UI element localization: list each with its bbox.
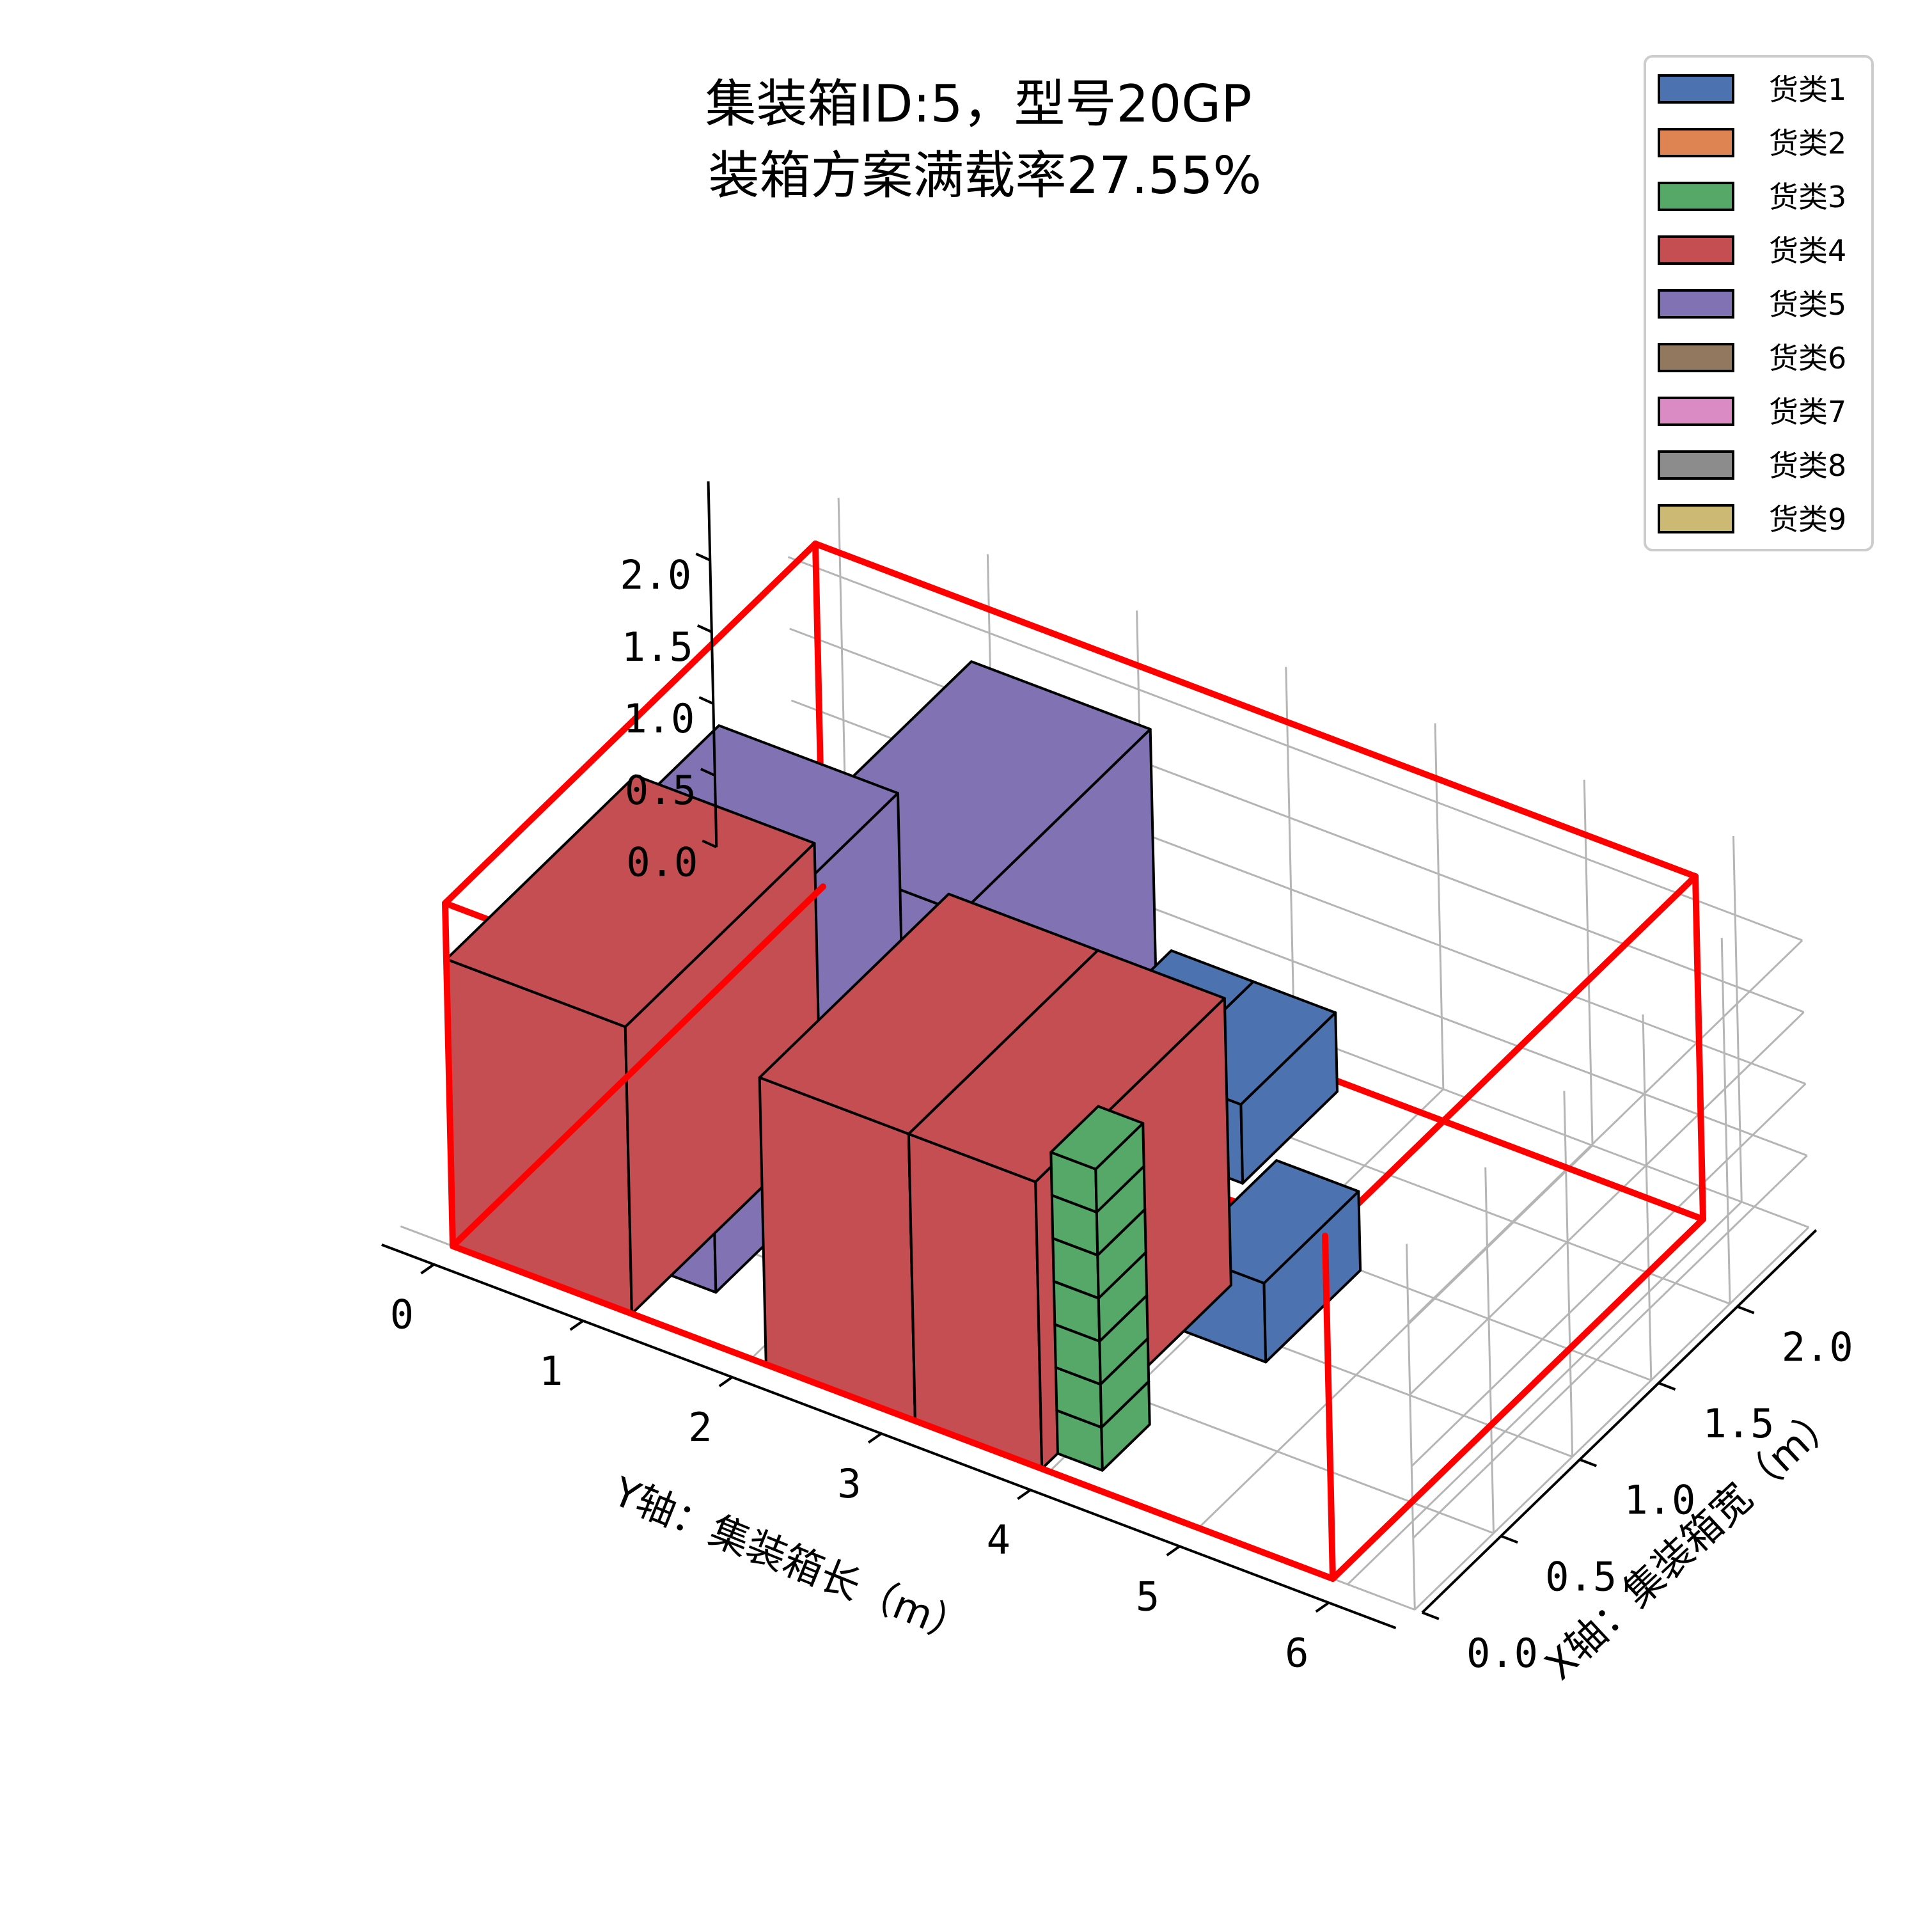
y-tick-label: 3 [837,1460,861,1507]
z-tick-label: 1.0 [623,695,695,742]
side-grid-line [1414,1226,1810,1611]
y-tick-mark [420,1263,435,1275]
x-tick-mark [1422,1611,1440,1620]
container-edge [442,541,819,906]
z-tick-mark [696,624,712,633]
legend-label: 货类8 [1769,448,1846,483]
legend-swatch [1658,74,1734,104]
chart-title-line-1: 集装箱ID:5，型号20GP [705,74,1252,134]
container-edge [1692,873,1706,1222]
z-tick-mark [698,696,714,705]
y-tick-mark [1017,1489,1032,1500]
back-grid-line [1285,667,1296,1033]
legend-label: 货类4 [1769,233,1846,268]
z-tick-mark [700,768,716,777]
legend-label: 货类5 [1769,287,1846,322]
y-tick-label: 1 [539,1348,563,1394]
y-tick-label: 6 [1285,1630,1308,1677]
side-grid-line [1408,939,1803,1324]
legend-label: 货类7 [1769,395,1846,429]
y-tick-mark [718,1376,734,1387]
cargo-box-class-4 [445,774,822,1315]
x-tick-label: 1.5 [1703,1400,1775,1447]
container-edge [1322,1233,1336,1582]
side-grid-line [1405,1244,1416,1610]
back-grid-line [1732,836,1743,1202]
y-tick-mark [569,1320,584,1331]
container-edge [450,1243,1336,1582]
container-edge [1322,873,1699,1239]
legend-swatch [1658,235,1734,265]
legend-label: 货类9 [1769,502,1846,537]
x-axis-label: X轴：集装箱宽（m） [1535,1393,1848,1689]
container-edge [1330,1216,1706,1582]
legend: 货类1 货类2 货类3 货类4 货类5 货类6 货类7 货类8 货类9 [1644,55,1874,551]
x-tick-mark [1579,1458,1598,1467]
floor-grid-line [1198,1144,1594,1529]
x-tick-label: 0.0 [1466,1630,1538,1677]
legend-swatch [1658,504,1734,533]
legend-swatch [1658,128,1734,157]
z-tick-label: 0.0 [626,839,698,885]
back-grid-line [1583,779,1594,1146]
x-tick-mark [1736,1305,1755,1315]
legend-swatch [1658,343,1734,372]
z-tick-label: 0.5 [625,767,696,814]
box-face-top [907,949,1226,1183]
side-grid-line [1409,1011,1805,1396]
container-edge [450,883,826,1249]
legend-swatch [1658,450,1734,480]
x-axis-line [1421,1229,1818,1614]
container-edge [812,541,1699,880]
y-tick-label: 0 [390,1291,414,1338]
x-tick-label: 0.5 [1545,1553,1617,1600]
legend-swatch [1658,397,1734,426]
y-tick-label: 5 [1136,1573,1159,1620]
box-face-top [445,774,816,1029]
y-tick-mark [867,1432,883,1444]
z-tick-mark [702,839,718,849]
box-face-front [907,1132,1044,1471]
z-tick-mark [695,552,711,562]
side-grid-line [1563,1091,1574,1457]
chart-title-line-2: 装箱方案满载率27.55% [708,146,1261,205]
legend-label: 货类3 [1769,180,1846,214]
side-grid-line [1720,938,1731,1304]
x-tick-mark [1500,1535,1518,1544]
cargo-box-class-3 [1049,1105,1145,1213]
y-tick-mark [1315,1601,1330,1613]
side-grid-line [1411,1083,1807,1467]
z-tick-label: 1.5 [622,624,693,670]
z-tick-label: 2.0 [620,552,691,599]
legend-swatch [1658,182,1734,211]
x-tick-label: 2.0 [1782,1324,1853,1371]
back-grid-line [787,556,1803,942]
box-face-top [1049,1105,1145,1171]
legend-swatch [1658,289,1734,319]
side-grid-line [1412,1155,1808,1539]
legend-label: 货类6 [1769,341,1846,375]
y-tick-mark [1166,1545,1181,1557]
y-axis-line [381,1243,1397,1630]
x-tick-label: 1.0 [1624,1477,1695,1524]
x-tick-mark [1658,1382,1676,1391]
container-edge [442,900,456,1249]
cargo-boxes [445,660,1362,1472]
legend-label: 货类1 [1769,72,1846,107]
z-axis-line [707,481,718,848]
y-axis-label: Y轴：集装箱长（m） [606,1468,977,1654]
y-tick-label: 2 [688,1404,712,1451]
legend-frame [1644,55,1874,551]
legend-label: 货类2 [1769,126,1846,161]
container-outline-front [442,883,1706,1582]
side-grid-line [1484,1167,1495,1533]
back-grid-line [1434,723,1445,1089]
y-tick-label: 4 [987,1517,1010,1563]
axis-lines [381,481,1818,1630]
